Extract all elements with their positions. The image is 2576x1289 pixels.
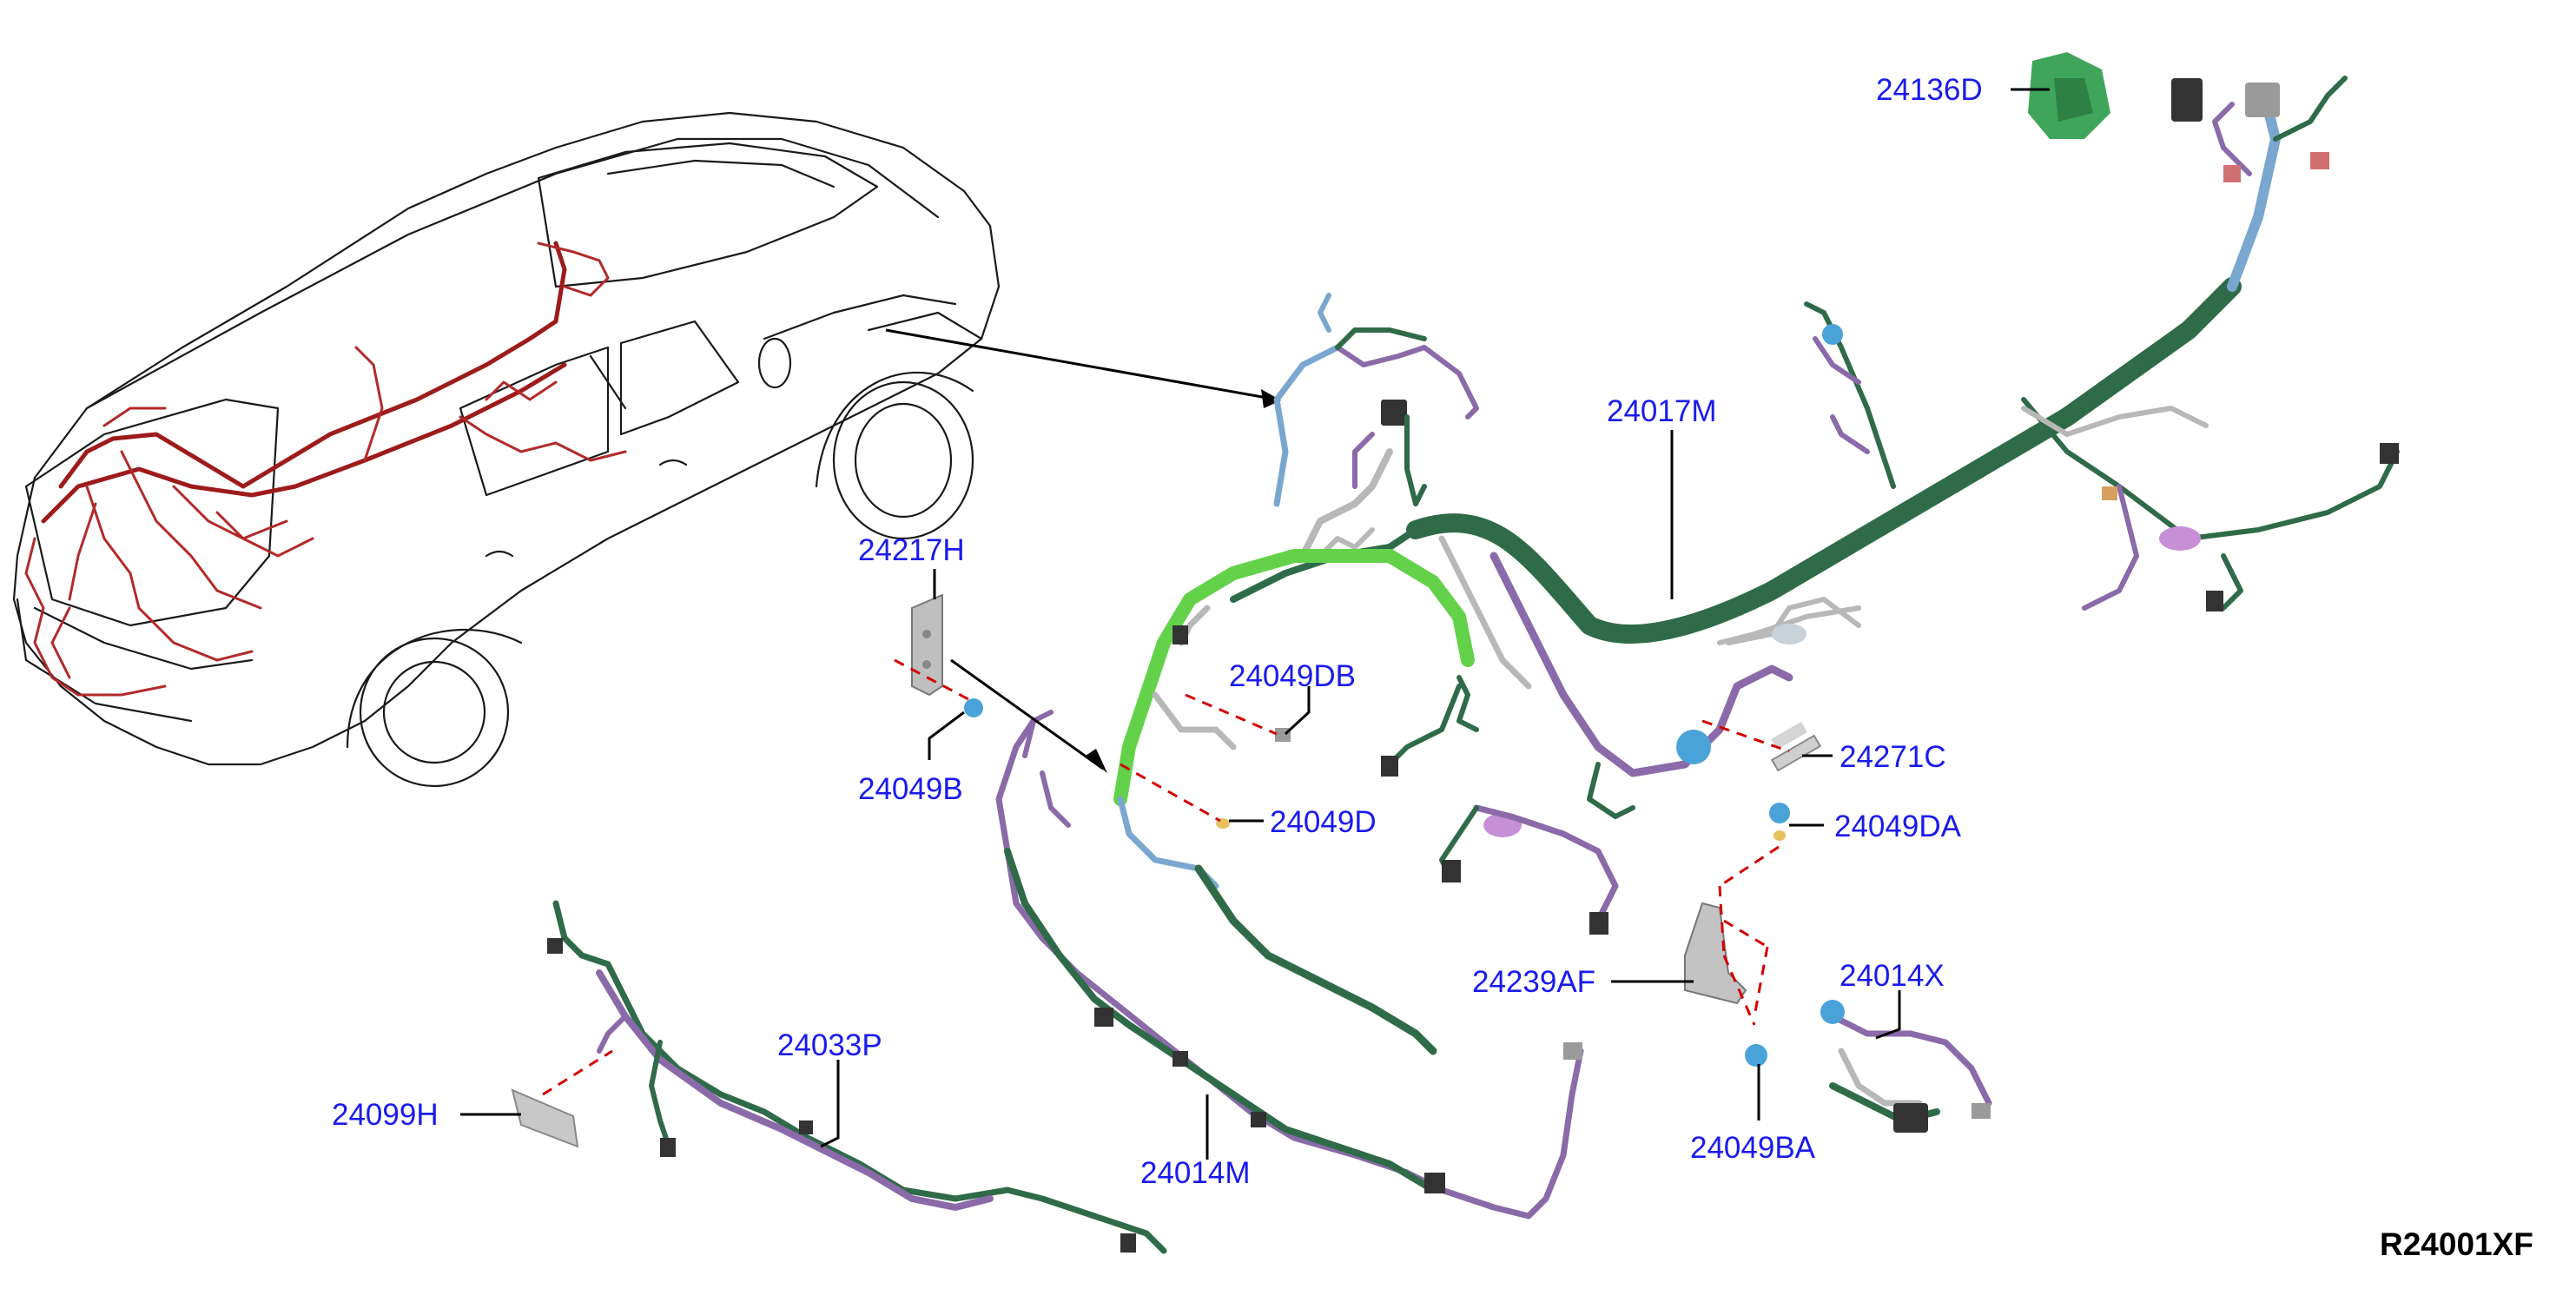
label-24017M: 24017M bbox=[1607, 394, 1716, 428]
harness-24014x bbox=[1820, 1000, 1992, 1133]
vehicle-outline bbox=[12, 111, 1281, 788]
label-24014M: 24014M bbox=[1140, 1156, 1250, 1190]
label-24033P: 24033P bbox=[777, 1028, 882, 1062]
label-24136D: 24136D bbox=[1876, 73, 1983, 107]
label-24049D: 24049D bbox=[1270, 805, 1377, 839]
label-24049DA: 24049DA bbox=[1834, 810, 1962, 843]
harness-24017m bbox=[1230, 52, 2400, 935]
label-24049B: 24049B bbox=[858, 772, 963, 806]
harness-lime bbox=[1113, 549, 1475, 889]
harness-24033p bbox=[547, 900, 1167, 1254]
leader-lines bbox=[460, 88, 2050, 1160]
label-24049DB: 24049DB bbox=[1229, 659, 1356, 693]
label-24271C: 24271C bbox=[1840, 740, 1946, 774]
label-24217H: 24217H bbox=[858, 533, 965, 567]
label-24239AF: 24239AF bbox=[1472, 965, 1595, 999]
small-parts bbox=[511, 593, 1822, 1148]
label-24014X: 24014X bbox=[1840, 959, 1945, 993]
harness-24014m bbox=[995, 710, 1584, 1220]
reference-lines bbox=[542, 658, 1790, 1096]
label-24099H: 24099H bbox=[332, 1098, 439, 1132]
diagram-code: R24001XF bbox=[2380, 1226, 2533, 1262]
part-labels: 24136D 24017M 24217H 24049DB 24271C 2404… bbox=[332, 73, 2533, 1262]
vehicle-harness-overlay bbox=[24, 241, 627, 697]
label-24049BA: 24049BA bbox=[1690, 1131, 1816, 1165]
